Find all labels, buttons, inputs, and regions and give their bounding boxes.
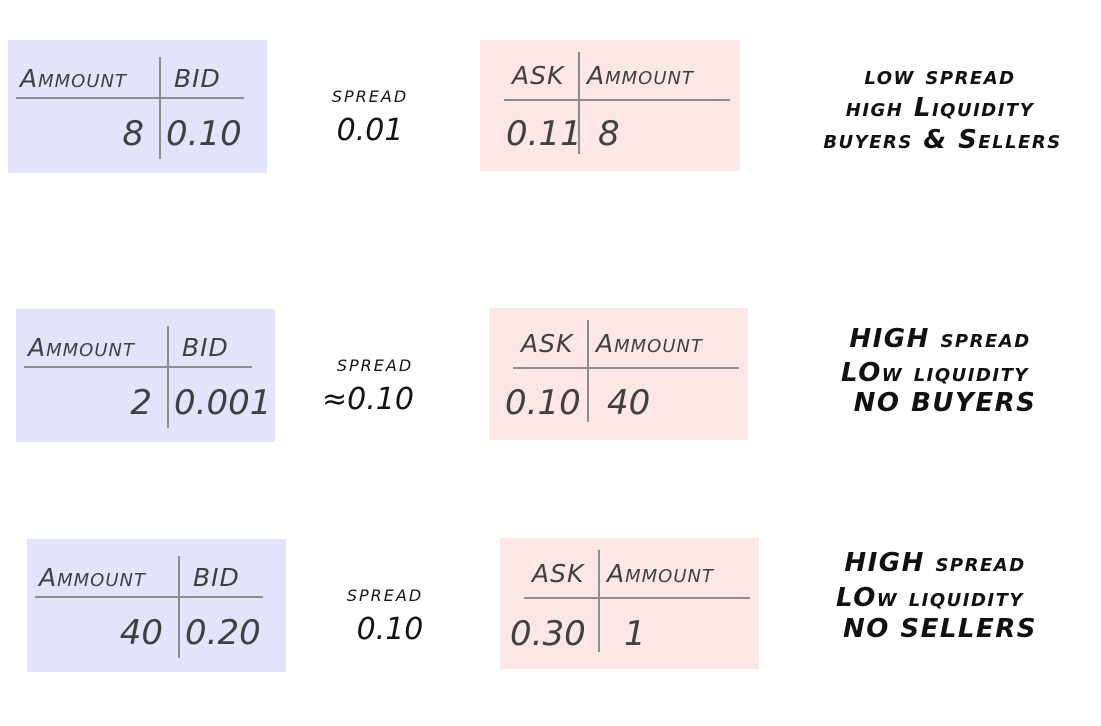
ask-table: ASK Ammount 0.10 40 [489,308,748,440]
spread-value: 0.10 [356,612,424,647]
note-line: high Liquidity [845,93,1035,123]
ask-price-value: 0.11 [506,114,582,154]
bid-header-divider [24,366,252,368]
note-line: low spread [864,61,1016,91]
bid-table: Ammount BID 8 0.10 [8,40,267,173]
ask-table: ASK Ammount 0.30 1 [500,538,759,669]
note-line: NO SELLERS [842,614,1038,644]
bid-amount-header: Ammount [20,64,127,93]
ask-table: ASK Ammount 0.11 8 [480,40,740,171]
spread-label: spread [336,351,414,377]
ask-header-divider [513,367,739,369]
bid-column-divider [159,57,161,159]
bid-header-divider [35,596,263,598]
bid-price-header: BID [182,333,229,362]
bid-table: Ammount BID 40 0.20 [27,539,286,672]
spread-label: spread [331,82,409,108]
bid-table: Ammount BID 2 0.001 [16,309,275,442]
ask-amount-value: 8 [598,114,620,154]
ask-amount-header: Ammount [587,61,694,90]
scenario-note: HIGH spread LOw liquidity NO SELLERS [785,530,1095,650]
note-line: buyers & Sellers [823,125,1062,155]
note-line: LOw liquidity [841,358,1029,388]
bid-amount-header: Ammount [39,563,146,592]
bid-amount-header: Ammount [28,333,135,362]
bid-amount-value: 40 [119,613,163,653]
note-line: HIGH spread [844,548,1026,578]
ask-column-divider [587,320,589,422]
ask-price-header: ASK [512,61,565,90]
bid-price-value: 0.10 [166,114,242,154]
ask-amount-header: Ammount [607,559,714,588]
bid-amount-value: 8 [122,114,144,154]
bid-price-header: BID [174,64,221,93]
spread-label: spread [346,581,424,607]
scenario-note: low spread high Liquidity buyers & Selle… [790,0,1100,160]
note-line: HIGH spread [849,324,1031,354]
spread-value: ≈0.10 [322,382,414,417]
ask-header-divider [524,597,750,599]
ask-price-value: 0.10 [505,383,581,423]
bid-price-value: 0.001 [174,383,272,423]
spread-value: 0.01 [336,113,404,148]
ask-price-header: ASK [532,559,585,588]
bid-price-header: BID [193,563,240,592]
ask-column-divider [578,52,580,154]
ask-column-divider [598,550,600,652]
ask-amount-header: Ammount [596,329,703,358]
ask-header-divider [504,99,730,101]
bid-column-divider [167,326,169,428]
bid-header-divider [16,97,244,99]
note-line: LOw liquidity [836,583,1024,613]
bid-amount-value: 2 [130,383,152,423]
bid-price-value: 0.20 [185,613,261,653]
bid-column-divider [178,556,180,658]
ask-price-value: 0.30 [510,614,586,654]
ask-price-header: ASK [521,329,574,358]
ask-amount-value: 40 [607,383,651,423]
scenario-note: HIGH spread LOw liquidity NO BUYERS [790,300,1100,430]
note-line: NO BUYERS [853,388,1037,418]
ask-amount-value: 1 [624,614,646,654]
